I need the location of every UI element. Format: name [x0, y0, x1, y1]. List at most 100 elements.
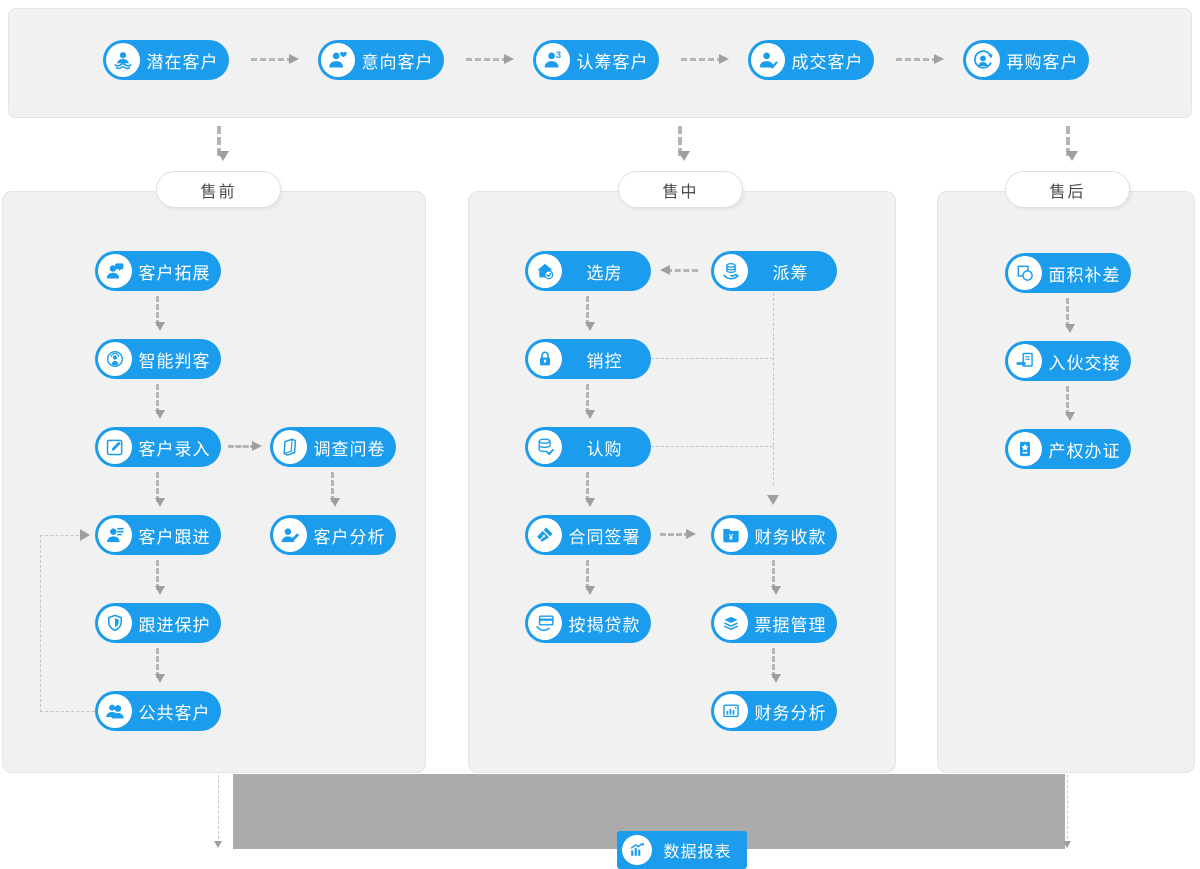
stage-subscription-customers: 3 认筹客户	[533, 40, 659, 80]
chips-connector-arrowhead	[767, 495, 779, 511]
stage-flow-arrow	[681, 54, 729, 64]
node-follow-up-protection: 跟进保护	[95, 603, 221, 643]
node-customer-entry: 客户录入	[95, 427, 221, 467]
flow-arrow-right	[228, 441, 262, 451]
pre-sale-panel	[2, 191, 426, 773]
shield-icon	[98, 606, 132, 640]
stage-repurchase-customers: 再购客户	[963, 40, 1089, 80]
recycle-loop-connector	[40, 535, 84, 712]
database-check-icon	[528, 430, 562, 464]
stage-label: 再购客户	[1006, 52, 1079, 72]
flow-arrow-down	[771, 560, 781, 595]
node-label: 公共客户	[138, 703, 211, 723]
stage-flow-arrow	[466, 54, 514, 64]
node-customer-analysis: 客户分析	[270, 515, 396, 555]
node-label: 客户拓展	[138, 263, 211, 283]
flow-arrow-down	[330, 472, 340, 507]
bar-to-aftersale-arrow	[1065, 126, 1078, 161]
flow-arrow-down	[155, 296, 165, 331]
area-diff-icon	[1008, 256, 1042, 290]
flow-arrow-down	[155, 472, 165, 507]
node-label: 财务收款	[754, 527, 827, 547]
smart-detect-icon	[98, 342, 132, 376]
node-contract-signing: 合同签署	[525, 515, 651, 555]
stage-flow-arrow	[896, 54, 944, 64]
node-finance-analysis: 财务分析	[711, 691, 837, 731]
node-area-compensation: 面积补差	[1005, 253, 1131, 293]
panel-to-report-arrowhead	[1063, 841, 1071, 852]
svg-text:¥: ¥	[729, 533, 734, 542]
house-check-icon	[528, 254, 562, 288]
node-label: 选房	[586, 263, 623, 283]
flow-arrow-down	[771, 648, 781, 683]
node-finance-collection: ¥ 财务收款	[711, 515, 837, 555]
people-icon	[98, 694, 132, 728]
node-label: 合同签署	[568, 527, 641, 547]
stage-label: 潜在客户	[146, 52, 219, 72]
stage-label: 认筹客户	[576, 52, 649, 72]
node-label: 调查问卷	[313, 439, 386, 459]
data-report-badge: 数据报表	[617, 831, 747, 869]
stage-potential-customers: 潜在客户	[103, 40, 229, 80]
report-chart-icon	[622, 835, 652, 865]
stage-label: 成交客户	[791, 52, 864, 72]
node-survey-questionnaire: 调查问卷	[270, 427, 396, 467]
tab-in-sale: 售中	[618, 171, 743, 208]
flow-arrow-right	[660, 529, 696, 539]
node-sales-control: 销控	[525, 339, 651, 379]
recycle-loop-connector	[40, 711, 95, 712]
node-label: 智能判客	[138, 351, 211, 371]
bar-to-insale-arrow	[677, 126, 690, 161]
node-property-certificate: 产权办证	[1005, 429, 1131, 469]
flow-arrow-down	[1065, 386, 1075, 421]
flow-arrow-left	[660, 265, 698, 275]
stage-closed-customers: 成交客户	[748, 40, 874, 80]
node-subscription: 认购	[525, 427, 651, 467]
stage-label: 意向客户	[361, 52, 434, 72]
node-label: 认购	[586, 439, 623, 459]
flow-arrow-down	[155, 384, 165, 419]
flow-arrow-down	[1065, 298, 1075, 333]
survey-book-icon	[273, 430, 307, 464]
person-wave-icon	[106, 43, 140, 77]
node-label: 派筹	[772, 263, 809, 283]
node-label: 客户分析	[313, 527, 386, 547]
flow-arrow-down	[585, 472, 595, 507]
person-number3-icon: 3	[536, 43, 570, 77]
node-invoice-management: 票据管理	[711, 603, 837, 643]
node-label: 按揭贷款	[568, 615, 641, 635]
panel-to-report-line	[1067, 775, 1068, 839]
svg-text:3: 3	[556, 50, 561, 60]
edit-square-icon	[98, 430, 132, 464]
flow-arrow-down	[585, 560, 595, 595]
chips-connector-line	[773, 293, 774, 485]
person-chat-icon	[98, 254, 132, 288]
pen-nib-icon	[528, 518, 562, 552]
person-check-icon	[751, 43, 785, 77]
person-refresh-icon	[966, 43, 1000, 77]
panel-to-report-arrowhead	[214, 841, 222, 852]
node-label: 财务分析	[754, 703, 827, 723]
flow-arrow-down	[585, 384, 595, 419]
chips-hand-icon	[714, 254, 748, 288]
recycle-loop-arrowhead	[80, 529, 96, 541]
subscription-connector-line	[651, 446, 773, 447]
report-label: 数据报表	[663, 844, 732, 861]
node-move-in-handover: 入伙交接	[1005, 341, 1131, 381]
tab-after-sale: 售后	[1005, 171, 1130, 208]
flow-arrow-down	[585, 296, 595, 331]
node-customer-follow-up: 客户跟进	[95, 515, 221, 555]
node-label: 客户跟进	[138, 527, 211, 547]
node-label: 产权办证	[1048, 441, 1121, 461]
stage-intent-customers: 意向客户	[318, 40, 444, 80]
certificate-icon	[1008, 432, 1042, 466]
node-label: 票据管理	[754, 615, 827, 635]
lock-icon	[528, 342, 562, 376]
sheets-stack-icon	[714, 606, 748, 640]
panel-to-report-line	[218, 775, 219, 839]
node-public-customers: 公共客户	[95, 691, 221, 731]
chart-box-icon	[714, 694, 748, 728]
node-label: 客户录入	[138, 439, 211, 459]
node-customer-expansion: 客户拓展	[95, 251, 221, 291]
